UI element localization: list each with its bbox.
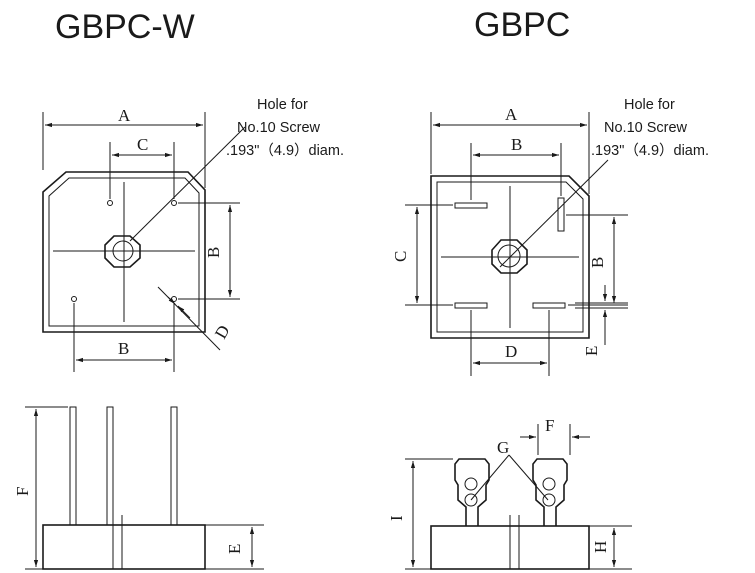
gbpc-side-view: G (430, 438, 590, 570)
dim-c-left: C (109, 135, 175, 199)
gbpcw-top-view (42, 126, 246, 351)
dim-b-left-horizontal-label: B (118, 339, 129, 358)
hole-note-left-line3: .193"（4.9）diam. (226, 142, 344, 159)
dim-e-right-label: E (582, 346, 601, 356)
dim-e-left-label: E (225, 544, 244, 554)
dim-c-right-vertical-label: C (391, 251, 410, 262)
dim-a-right: A (430, 105, 590, 194)
dim-h-right-label: H (591, 541, 610, 553)
dim-b-right-vertical-label: B (588, 257, 607, 268)
title-gbpc: GBPC (474, 6, 570, 44)
hole-note-right: Hole for No.10 Screw .193"（4.9）diam. (591, 97, 709, 159)
hole-note-left-line2: No.10 Screw (237, 120, 321, 136)
hole-note-left: Hole for No.10 Screw .193"（4.9）diam. (226, 97, 344, 159)
dim-e-left: E (205, 524, 264, 570)
dim-a-left-label: A (118, 106, 131, 125)
gbpcw-side-view (42, 406, 206, 570)
hole-note-left-line1: Hole for (257, 97, 308, 113)
hole-note-right-line2: No.10 Screw (604, 120, 688, 136)
title-gbpc-w: GBPC-W (55, 8, 195, 46)
dim-f-left: F (13, 406, 68, 570)
hole-note-right-line3: .193"（4.9）diam. (591, 142, 709, 159)
dim-a-left: A (42, 106, 206, 188)
dim-f-right-label: F (545, 416, 554, 435)
hole-note-right-line1: Hole for (624, 97, 675, 113)
dim-a-right-label: A (505, 105, 518, 124)
dim-e-right: E (575, 285, 628, 356)
dim-c-right-vertical: C (391, 204, 453, 306)
dim-g-label: G (497, 438, 509, 457)
dim-f-right: F (520, 416, 590, 455)
dim-f-left-label: F (13, 487, 32, 496)
gbpc-top-view (430, 159, 609, 339)
dim-b-left-horizontal: B (73, 303, 175, 372)
dim-b-left-vertical-label: B (204, 247, 223, 258)
dim-h-right: H (589, 525, 632, 570)
dim-b-left-vertical: B (178, 202, 240, 300)
dim-i-right-label: I (387, 515, 406, 521)
dim-c-left-label: C (137, 135, 148, 154)
dim-b-right-vertical: B (566, 214, 628, 306)
dim-b-right-horizontal: B (470, 135, 562, 200)
dim-i-right: I (387, 458, 453, 570)
dim-d-left-label: D (211, 322, 234, 342)
dim-b-right-horizontal-label: B (511, 135, 522, 154)
dim-d-right-label: D (505, 342, 517, 361)
dim-d-right: D (470, 310, 550, 376)
